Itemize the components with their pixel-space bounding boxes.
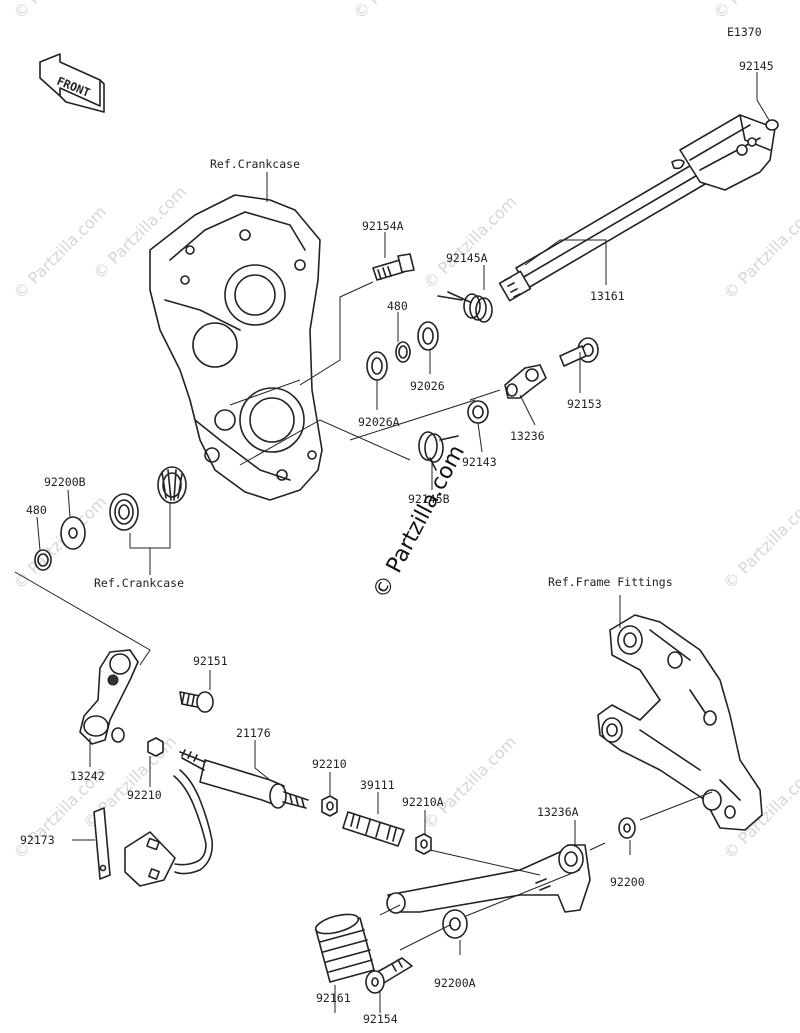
part-label-92210-mid: 92210 <box>312 757 347 771</box>
tool-92173 <box>93 807 111 880</box>
watermark-text: © Partzilla.com <box>719 202 800 303</box>
part-label-13242: 13242 <box>70 769 105 783</box>
frame-bracket <box>597 614 763 831</box>
bolt-92154A <box>372 253 415 281</box>
part-label-92143: 92143 <box>462 455 497 469</box>
part-label-92145: 92145 <box>739 59 774 73</box>
part-label-92210-left: 92210 <box>127 788 162 802</box>
part-label-92173: 92173 <box>20 833 55 847</box>
washer-92200 <box>618 817 636 839</box>
part-label-92154A: 92154A <box>362 219 404 233</box>
front-arrow-icon: FRONT <box>39 53 105 113</box>
part-label-92145A: 92145A <box>446 251 488 265</box>
spring-92145B <box>418 431 459 471</box>
part-label-92200B: 92200B <box>44 475 86 489</box>
circlip-480-top <box>395 341 411 363</box>
rod-39111 <box>342 811 405 847</box>
part-label-92151: 92151 <box>193 654 228 668</box>
nut-92210-left <box>147 737 164 757</box>
sensor-harness <box>124 769 214 887</box>
shift-shaft <box>498 114 779 302</box>
ref-label-crankcase-top: Ref.Crankcase <box>210 157 300 171</box>
part-label-92154: 92154 <box>363 1012 398 1026</box>
arm-13236 <box>504 364 547 399</box>
shift-lever-13242 <box>79 649 139 745</box>
spring-92145A <box>437 291 493 323</box>
part-label-92026A: 92026A <box>358 415 400 429</box>
crankcase <box>149 194 323 501</box>
washer-92200B <box>60 516 86 550</box>
part-label-39111: 39111 <box>360 778 395 792</box>
part-label-92161: 92161 <box>316 991 351 1005</box>
watermark-text: © Partzilla.com <box>9 0 110 23</box>
watermark-text: © Partzilla.com <box>419 192 520 293</box>
collar-92143 <box>467 400 489 424</box>
nut-92210-mid <box>321 795 338 817</box>
part-label-92145B: 92145B <box>408 492 450 506</box>
part-labels: 92145 Ref.Crankcase 92154A 92145A 13161 … <box>20 59 774 1026</box>
nut-92210A <box>415 833 432 855</box>
oil-seal <box>109 493 139 531</box>
bolt-92154 <box>365 957 413 994</box>
rubber-92161 <box>314 913 375 983</box>
bolt-92151 <box>179 691 214 713</box>
part-label-92026: 92026 <box>410 379 445 393</box>
part-label-13236A: 13236A <box>537 805 579 819</box>
watermark-text: © Partzilla.com <box>9 202 110 303</box>
watermark-text: © Partzilla.com <box>709 0 800 23</box>
shift-pedal-13236A <box>386 844 591 914</box>
part-label-13161: 13161 <box>590 289 625 303</box>
watermark-main: © Partzilla.com <box>368 441 470 603</box>
ref-label-crankcase-bottom: Ref.Crankcase <box>94 576 184 590</box>
circlip-480-left <box>34 549 52 571</box>
bolt-92153 <box>559 337 599 367</box>
ref-label-frame-fittings: Ref.Frame Fittings <box>548 575 673 589</box>
part-label-92200: 92200 <box>610 875 645 889</box>
part-label-480-top: 480 <box>387 299 408 313</box>
watermark-text: © Partzilla.com <box>419 732 520 833</box>
watermark-text: © Partzilla.com <box>349 0 450 23</box>
diagram-code: E1370 <box>727 25 762 39</box>
watermark-text: © Partzilla.com <box>719 492 800 593</box>
leader-lines <box>14 72 770 1013</box>
part-label-92200A: 92200A <box>434 976 476 990</box>
part-label-21176: 21176 <box>236 726 271 740</box>
part-label-480-left: 480 <box>26 503 47 517</box>
washer-92026 <box>417 321 439 351</box>
part-label-92210A: 92210A <box>402 795 444 809</box>
needle-bearing <box>157 466 187 504</box>
part-label-13236: 13236 <box>510 429 545 443</box>
washer-92026A <box>366 351 388 381</box>
washer-92200A <box>442 909 468 939</box>
part-label-92153: 92153 <box>567 397 602 411</box>
